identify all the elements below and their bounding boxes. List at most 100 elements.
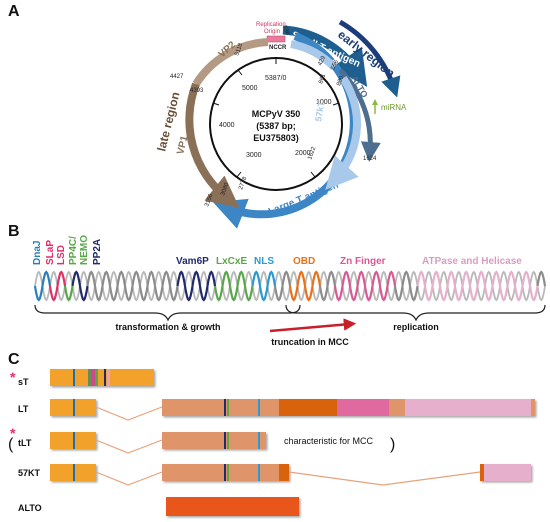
domain-nls: NLS [254, 256, 274, 267]
coil-segment [153, 285, 164, 302]
coil-segment [356, 270, 367, 287]
coil-segment [56, 285, 66, 302]
coil-segment [266, 270, 277, 287]
coil-segment [506, 285, 516, 302]
coil-segment [326, 270, 337, 287]
svg-text:4427: 4427 [170, 74, 184, 80]
coil-segment [424, 270, 434, 287]
coil-segment [498, 285, 509, 302]
kt57-splice-1 [95, 471, 163, 486]
coil-segment [289, 270, 299, 287]
coil-segment [303, 285, 314, 302]
coil-segment [146, 270, 157, 287]
coil-segment [244, 270, 254, 287]
transformation-label: transformation & growth [116, 322, 221, 332]
coil-segment [131, 285, 141, 302]
tick-4000: 4000 [219, 122, 235, 129]
tick-2000: 2000 [295, 150, 311, 157]
kt57-label: 57kT [313, 100, 326, 122]
coil-segment [109, 270, 119, 287]
coil-segment [161, 270, 172, 287]
coil-segment [379, 270, 389, 287]
coil-segment [281, 285, 291, 302]
tlt-asterisk: * [10, 425, 16, 441]
coil-segment [49, 270, 59, 287]
origin-label-2: Origin [264, 29, 280, 35]
replication-brace [285, 304, 546, 322]
coord-labels: 196 5118 4427 4393 3156 3080 2778 1622 1… [170, 25, 377, 208]
truncation-label: truncation in MCC [271, 337, 349, 347]
coil-segment [64, 270, 74, 287]
tlt-label: tLT [18, 438, 32, 448]
tlt-exon1 [50, 432, 96, 449]
domain-vam6p: Vam6P [176, 256, 209, 267]
coil-segment [408, 285, 419, 302]
coil-segment [371, 285, 381, 302]
coil-segment [469, 270, 479, 287]
coil-segment [191, 270, 202, 287]
coil-segment [311, 285, 321, 302]
kt57-row-label: 57KT [18, 468, 41, 478]
st-protein [50, 369, 154, 386]
tlt-exon2 [162, 432, 266, 449]
coil-segment [491, 270, 502, 287]
center-line-2: (5387 bp; [256, 121, 296, 131]
truncation-arrow [269, 318, 357, 333]
coil-segment [341, 270, 352, 287]
coil-segment [394, 270, 404, 287]
coil-segment [243, 285, 254, 302]
coil-segment [341, 285, 351, 302]
vp1-arc [185, 82, 240, 208]
coil-segment [281, 270, 292, 287]
coil-segment [86, 285, 96, 302]
coil-segment [454, 270, 464, 287]
coil-segment [251, 270, 262, 287]
coil-segment [251, 285, 261, 302]
coil-segment [393, 285, 404, 302]
coil-segment [528, 285, 539, 302]
panel-c-label: C [8, 351, 20, 368]
coil-segment [484, 270, 494, 287]
domain-pp2a: PP2A [92, 239, 103, 265]
tlt-paren-close: ) [390, 436, 395, 453]
domain-zinc: Zn Finger [340, 256, 386, 267]
coil-segment [146, 285, 156, 302]
domain-lsd: LSD [56, 245, 67, 265]
coil-segment [356, 285, 366, 302]
coil-segment [453, 285, 464, 302]
coil-segment [34, 270, 44, 287]
lt-splice [95, 406, 163, 421]
coil-segment [401, 285, 411, 302]
tick-3000: 3000 [246, 152, 262, 159]
coil-segment [536, 285, 546, 302]
vp2-arc [192, 38, 269, 87]
domain-slap: SLaP [45, 240, 56, 265]
nccr-label: NCCR [269, 45, 287, 51]
coil-segment [468, 285, 479, 302]
coil-segment [228, 285, 239, 302]
mirna-label: miRNA [381, 103, 407, 112]
tlt-paren-open: ( [8, 436, 14, 453]
coil-segment [371, 270, 382, 287]
svg-text:3156: 3156 [204, 192, 214, 207]
kt57-exon2 [162, 464, 289, 481]
coil-segment [521, 285, 531, 302]
coil-segment [348, 285, 359, 302]
coil-segment [296, 285, 306, 302]
tick-1000: 1000 [316, 99, 332, 106]
coil-segment [483, 285, 494, 302]
alto-protein [166, 497, 299, 516]
early-region-arrow [338, 19, 401, 98]
coil-segment [236, 270, 247, 287]
coil-segment [514, 270, 524, 287]
coil-segment [48, 285, 59, 302]
coil-segment [401, 270, 412, 287]
coil-segment [461, 270, 472, 287]
coil-segment [221, 270, 232, 287]
coil-segment [334, 270, 344, 287]
coil-segment [499, 270, 509, 287]
coil-segment [33, 285, 44, 302]
coil-segment [198, 285, 209, 302]
kt57-splice-2 [288, 471, 481, 486]
coil-segment [506, 270, 517, 287]
